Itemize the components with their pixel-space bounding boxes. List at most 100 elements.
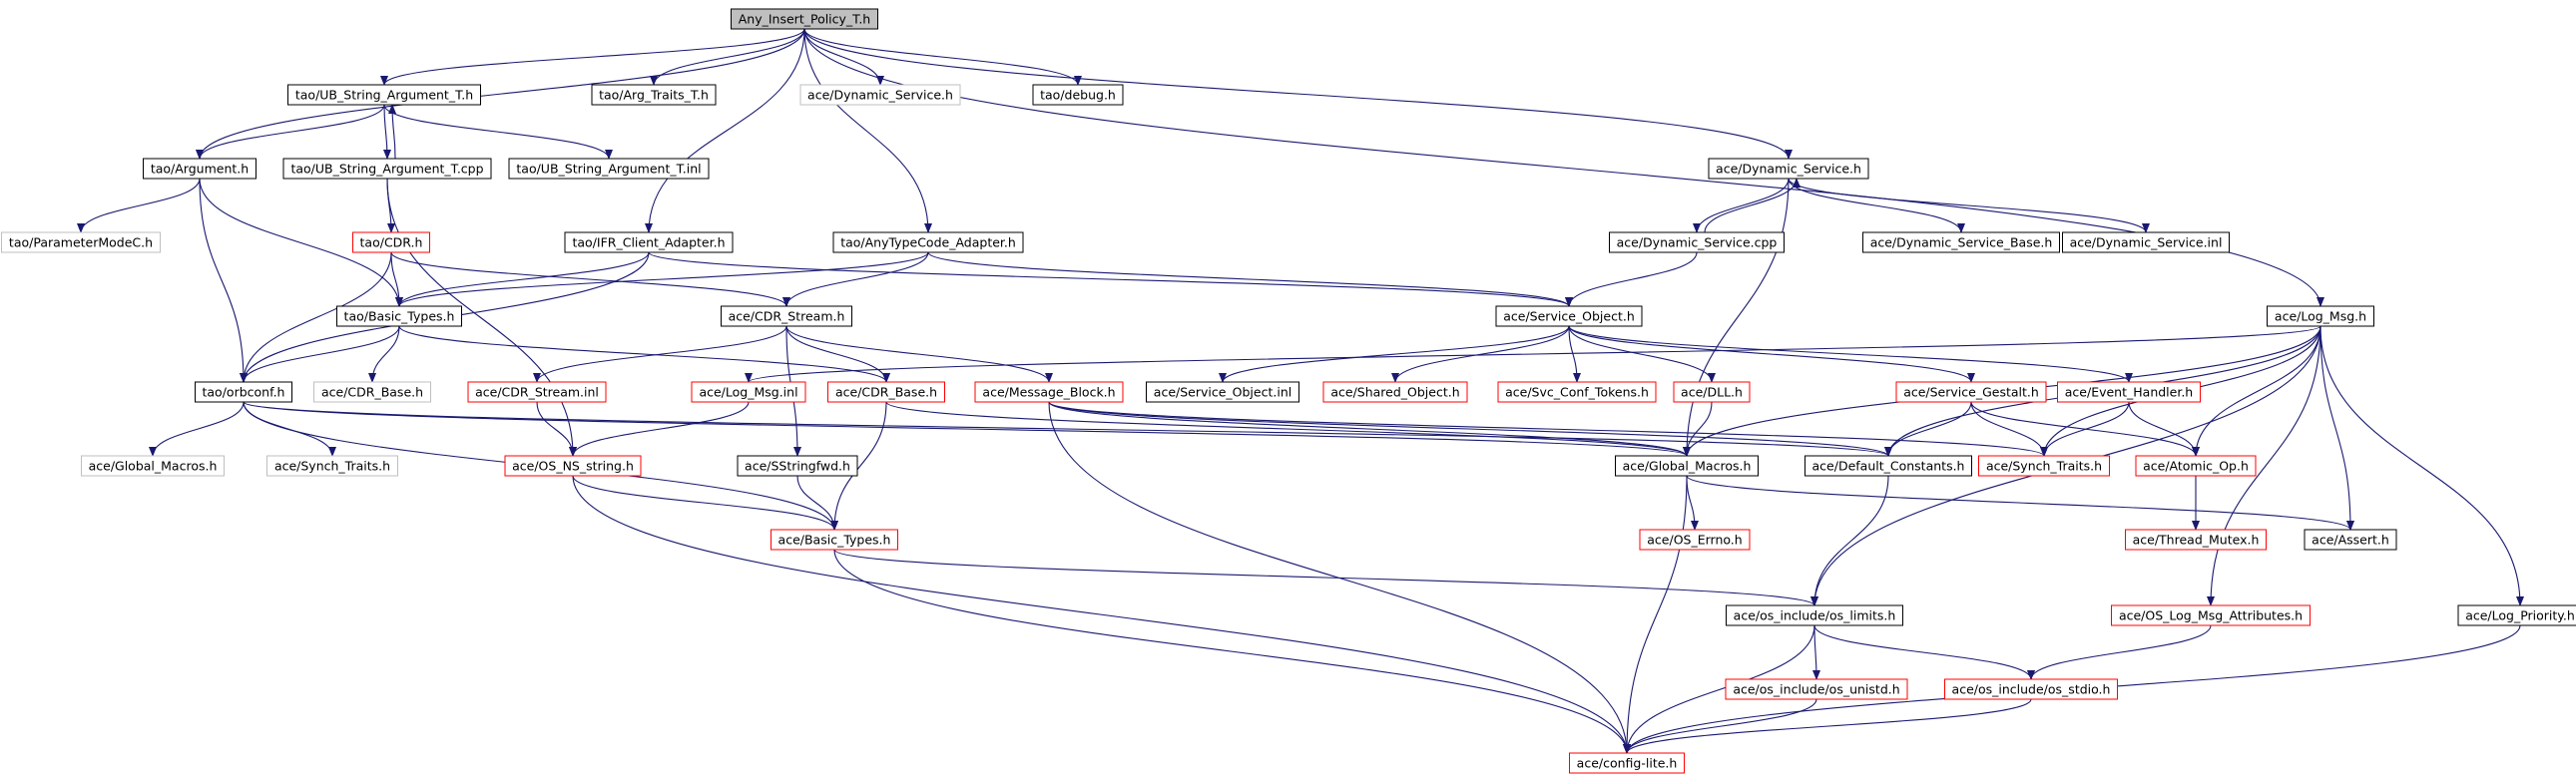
node-label: ace/OS_Log_Msg_Attributes.h bbox=[2119, 608, 2303, 623]
node-label: ace/CDR_Base.h bbox=[321, 385, 423, 400]
node-ub-arg-h[interactable]: tao/UB_String_Argument_T.h bbox=[287, 84, 481, 106]
node-box bbox=[591, 84, 717, 106]
node-box bbox=[2125, 529, 2267, 551]
node-os-unistd[interactable]: ace/os_include/os_unistd.h bbox=[1725, 678, 1908, 700]
edge-ace-basic-types-to-config-lite bbox=[833, 549, 1631, 754]
node-shared-object[interactable]: ace/Shared_Object.h bbox=[1322, 381, 1468, 403]
node-cdr-stream[interactable]: ace/CDR_Stream.h bbox=[721, 305, 852, 327]
node-log-msg-inl[interactable]: ace/Log_Msg.inl bbox=[691, 381, 806, 403]
edge-os-limits-to-os-unistd bbox=[1811, 624, 1820, 680]
node-synch-traits-gray[interactable]: ace/Synch_Traits.h bbox=[266, 455, 398, 477]
node-label: ace/Assert.h bbox=[2312, 533, 2389, 548]
node-label: ace/os_include/os_unistd.h bbox=[1733, 682, 1899, 697]
node-label: tao/Argument.h bbox=[151, 162, 249, 177]
node-config-lite[interactable]: ace/config-lite.h bbox=[1569, 752, 1685, 774]
edge-os-ns-string-to-ace-basic-types bbox=[572, 475, 838, 531]
node-label: ace/Service_Object.h bbox=[1503, 309, 1635, 324]
node-default-constants[interactable]: ace/Default_Constants.h bbox=[1804, 455, 1972, 477]
node-svc-gestalt[interactable]: ace/Service_Gestalt.h bbox=[1895, 381, 2047, 403]
node-os-errno[interactable]: ace/OS_Errno.h bbox=[1639, 529, 1751, 551]
node-label: ace/Default_Constants.h bbox=[1812, 459, 1965, 474]
node-box bbox=[1895, 381, 2047, 403]
node-label: tao/orbconf.h bbox=[203, 385, 285, 400]
node-os-ns-string[interactable]: ace/OS_NS_string.h bbox=[504, 455, 642, 477]
node-ace-dll[interactable]: ace/DLL.h bbox=[1673, 381, 1751, 403]
edge-svc-object-to-ace-dll bbox=[1568, 325, 1716, 383]
node-dyn-svc-gray[interactable]: ace/Dynamic_Service.h bbox=[799, 84, 961, 106]
edge-sstringfwd-to-ace-basic-types bbox=[796, 475, 838, 531]
node-cdr-stream-inl[interactable]: ace/CDR_Stream.inl bbox=[467, 381, 607, 403]
node-ub-arg-inl[interactable]: tao/UB_String_Argument_T.inl bbox=[508, 158, 710, 180]
edge-os-unistd-to-config-lite bbox=[1623, 698, 1817, 754]
node-box bbox=[1725, 678, 1908, 700]
node-synch-traits-red[interactable]: ace/Synch_Traits.h bbox=[1978, 455, 2110, 477]
edge-ub-arg-cpp-to-ub-arg-h bbox=[388, 104, 397, 160]
node-tao-cdr[interactable]: tao/CDR.h bbox=[352, 231, 430, 253]
node-label: tao/IFR_Client_Adapter.h bbox=[572, 235, 725, 250]
node-dyn-svc-inl[interactable]: ace/Dynamic_Service.inl bbox=[2062, 231, 2230, 253]
node-box bbox=[1497, 381, 1657, 403]
node-label: ace/os_include/os_limits.h bbox=[1734, 608, 1896, 623]
node-atomic-op[interactable]: ace/Atomic_Op.h bbox=[2135, 455, 2257, 477]
node-box bbox=[2267, 305, 2374, 327]
node-box bbox=[508, 158, 710, 180]
node-orbconf[interactable]: tao/orbconf.h bbox=[195, 381, 292, 403]
node-param-mode[interactable]: tao/ParameterModeC.h bbox=[1, 231, 161, 253]
edge-ace-dyn-svc-to-dyn-svc-base bbox=[1788, 178, 1965, 233]
node-ifr-client[interactable]: tao/IFR_Client_Adapter.h bbox=[564, 231, 734, 253]
node-os-stdio[interactable]: ace/os_include/os_stdio.h bbox=[1944, 678, 2118, 700]
edge-cdr-stream-to-cdr-stream-inl bbox=[533, 325, 787, 383]
node-dyn-svc-base[interactable]: ace/Dynamic_Service_Base.h bbox=[1862, 231, 2060, 253]
node-label: ace/Log_Msg.inl bbox=[699, 385, 797, 400]
node-log-priority[interactable]: ace/Log_Priority.h bbox=[2457, 604, 2576, 626]
node-box bbox=[771, 529, 898, 551]
edge-svc-object-to-svc-conf-tokens bbox=[1568, 325, 1581, 383]
node-anytc-adapter[interactable]: tao/AnyTypeCode_Adapter.h bbox=[832, 231, 1024, 253]
edge-ub-arg-h-to-tao-argument bbox=[196, 104, 385, 160]
edge-ace-basic-types-to-os-limits bbox=[833, 549, 1818, 606]
edge-cdr-stream-to-ace-cdr-base bbox=[785, 325, 890, 383]
node-tao-basic-types[interactable]: tao/Basic_Types.h bbox=[336, 305, 462, 327]
node-tao-argument[interactable]: tao/Argument.h bbox=[143, 158, 257, 180]
node-os-log-msg-attr[interactable]: ace/OS_Log_Msg_Attributes.h bbox=[2111, 604, 2311, 626]
node-log-msg[interactable]: ace/Log_Msg.h bbox=[2267, 305, 2374, 327]
node-cdr-base-gray[interactable]: ace/CDR_Base.h bbox=[313, 381, 431, 403]
edge-default-constants-to-os-limits bbox=[1810, 475, 1889, 606]
node-label: tao/UB_String_Argument_T.inl bbox=[516, 162, 701, 177]
node-global-macros[interactable]: ace/Global_Macros.h bbox=[1615, 455, 1759, 477]
node-global-macros-gray[interactable]: ace/Global_Macros.h bbox=[81, 455, 225, 477]
node-dyn-svc-cpp[interactable]: ace/Dynamic_Service.cpp bbox=[1609, 231, 1785, 253]
node-event-handler[interactable]: ace/Event_Handler.h bbox=[2057, 381, 2201, 403]
edge-orbconf-to-default-constants bbox=[243, 401, 1892, 457]
edge-global-macros-to-os-errno bbox=[1686, 475, 1699, 531]
node-svc-object-inl[interactable]: ace/Service_Object.inl bbox=[1146, 381, 1299, 403]
node-label: ace/OS_Errno.h bbox=[1647, 533, 1742, 548]
edge-anytc-adapter-to-tao-basic-types bbox=[395, 251, 929, 307]
node-msg-block[interactable]: ace/Message_Block.h bbox=[974, 381, 1124, 403]
node-tao-debug[interactable]: tao/debug.h bbox=[1032, 84, 1124, 106]
node-root[interactable]: Any_Insert_Policy_T.h bbox=[731, 8, 878, 30]
node-box bbox=[287, 84, 481, 106]
edge-ifr-client-to-tao-basic-types bbox=[395, 251, 650, 307]
node-label: ace/Shared_Object.h bbox=[1330, 385, 1459, 400]
node-layer: Any_Insert_Policy_T.h tao/UB_String_Argum… bbox=[1, 8, 2576, 774]
node-ace-basic-types[interactable]: ace/Basic_Types.h bbox=[771, 529, 898, 551]
node-thread-mutex[interactable]: ace/Thread_Mutex.h bbox=[2125, 529, 2267, 551]
node-label: ace/Service_Object.inl bbox=[1154, 385, 1291, 400]
node-box bbox=[195, 381, 292, 403]
node-ace-dyn-svc[interactable]: ace/Dynamic_Service.h bbox=[1708, 158, 1869, 180]
node-svc-object[interactable]: ace/Service_Object.h bbox=[1495, 305, 1643, 327]
node-svc-conf-tokens[interactable]: ace/Svc_Conf_Tokens.h bbox=[1497, 381, 1657, 403]
edge-anytc-adapter-to-svc-object bbox=[927, 251, 1573, 307]
node-ub-arg-cpp[interactable]: tao/UB_String_Argument_T.cpp bbox=[282, 158, 492, 180]
edge-tao-basic-types-to-orbconf bbox=[240, 325, 400, 383]
node-ace-cdr-base[interactable]: ace/CDR_Base.h bbox=[827, 381, 945, 403]
edge-root-to-log-msg bbox=[803, 28, 2324, 307]
node-label: ace/CDR_Stream.h bbox=[729, 309, 845, 324]
node-ace-assert[interactable]: ace/Assert.h bbox=[2304, 529, 2397, 551]
node-arg-traits[interactable]: tao/Arg_Traits_T.h bbox=[591, 84, 717, 106]
node-os-limits[interactable]: ace/os_include/os_limits.h bbox=[1726, 604, 1903, 626]
node-box bbox=[1862, 231, 2060, 253]
node-sstringfwd[interactable]: ace/SStringfwd.h bbox=[737, 455, 858, 477]
edge-log-msg-to-log-msg-inl bbox=[745, 325, 2321, 383]
